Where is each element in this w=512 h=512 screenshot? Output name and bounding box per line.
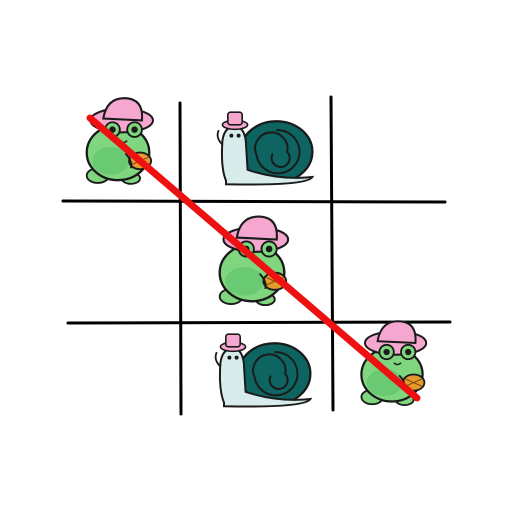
snail-with-pink-hat-icon (216, 111, 314, 186)
cell-r2-c3[interactable] (336, 206, 444, 320)
board-grid (61, 95, 452, 416)
grid-line-vertical-left (178, 101, 183, 416)
cell-r1-c3[interactable] (336, 100, 442, 198)
grid-line-horizontal-top (61, 199, 447, 204)
cell-r3-c1[interactable] (70, 326, 176, 416)
snail-with-pink-hat-icon (214, 333, 312, 408)
cell-r3-c2[interactable] (214, 333, 312, 408)
winning-line (86, 114, 421, 402)
cell-r2-c1[interactable] (66, 206, 176, 320)
grid-line-vertical-right (329, 95, 335, 412)
grid-line-horizontal-bottom (66, 320, 452, 325)
cell-r1-c2[interactable] (216, 111, 314, 186)
